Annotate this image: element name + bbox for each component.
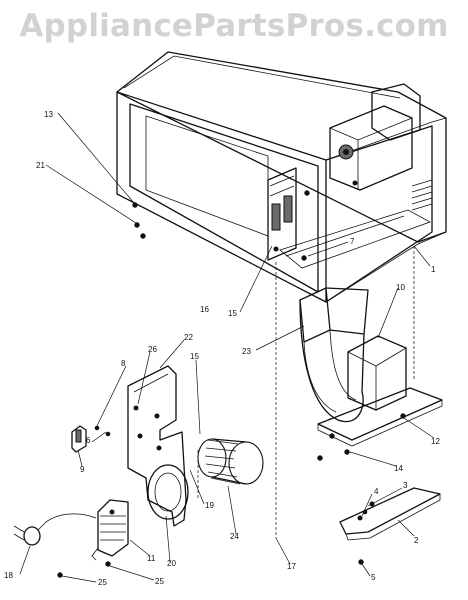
- callout-21: 21: [36, 161, 45, 170]
- thermal-switch: [71, 425, 111, 453]
- callout-9: 9: [80, 465, 85, 474]
- callout-16: 16: [200, 305, 209, 314]
- callout-25-left: 25: [98, 578, 107, 587]
- callout-13: 13: [44, 110, 53, 119]
- callout-10: 10: [396, 283, 405, 292]
- callout-1: 1: [431, 265, 436, 274]
- fan-motor: [13, 499, 129, 578]
- callout-18: 18: [4, 571, 13, 580]
- mounting-bracket: [339, 487, 441, 565]
- callout-20: 20: [167, 559, 176, 568]
- callout-5: 5: [371, 573, 376, 582]
- callout-7: 7: [350, 237, 355, 246]
- callout-14: 14: [394, 464, 403, 473]
- callout-24: 24: [230, 532, 239, 541]
- callout-2: 2: [414, 536, 419, 545]
- callout-23: 23: [242, 347, 251, 356]
- callout-22: 22: [184, 333, 193, 342]
- callout-12: 12: [431, 437, 440, 446]
- callout-8: 8: [121, 359, 126, 368]
- alignment-lines: [197, 246, 415, 538]
- leader-lines: [19, 112, 435, 583]
- callout-15-upper: 15: [228, 309, 237, 318]
- callout-11: 11: [147, 554, 156, 563]
- callout-19: 19: [205, 501, 214, 510]
- cabinet-assembly: [116, 51, 447, 303]
- callout-4: 4: [374, 487, 379, 496]
- base-plate: [317, 335, 443, 461]
- fan-bracket: [127, 365, 189, 527]
- callout-15-lower: 15: [190, 352, 199, 361]
- callout-25-right: 25: [155, 577, 164, 586]
- air-duct: [299, 287, 369, 423]
- blower-wheel: [197, 438, 264, 485]
- callout-labels: 1 2 3 4 5 6 7 8 9 10 11 12 13 14 15 15 1…: [4, 110, 440, 587]
- callout-26-upper: 26: [148, 345, 157, 354]
- callout-17: 17: [287, 562, 296, 571]
- callout-6: 6: [86, 436, 91, 445]
- callout-3: 3: [403, 481, 408, 490]
